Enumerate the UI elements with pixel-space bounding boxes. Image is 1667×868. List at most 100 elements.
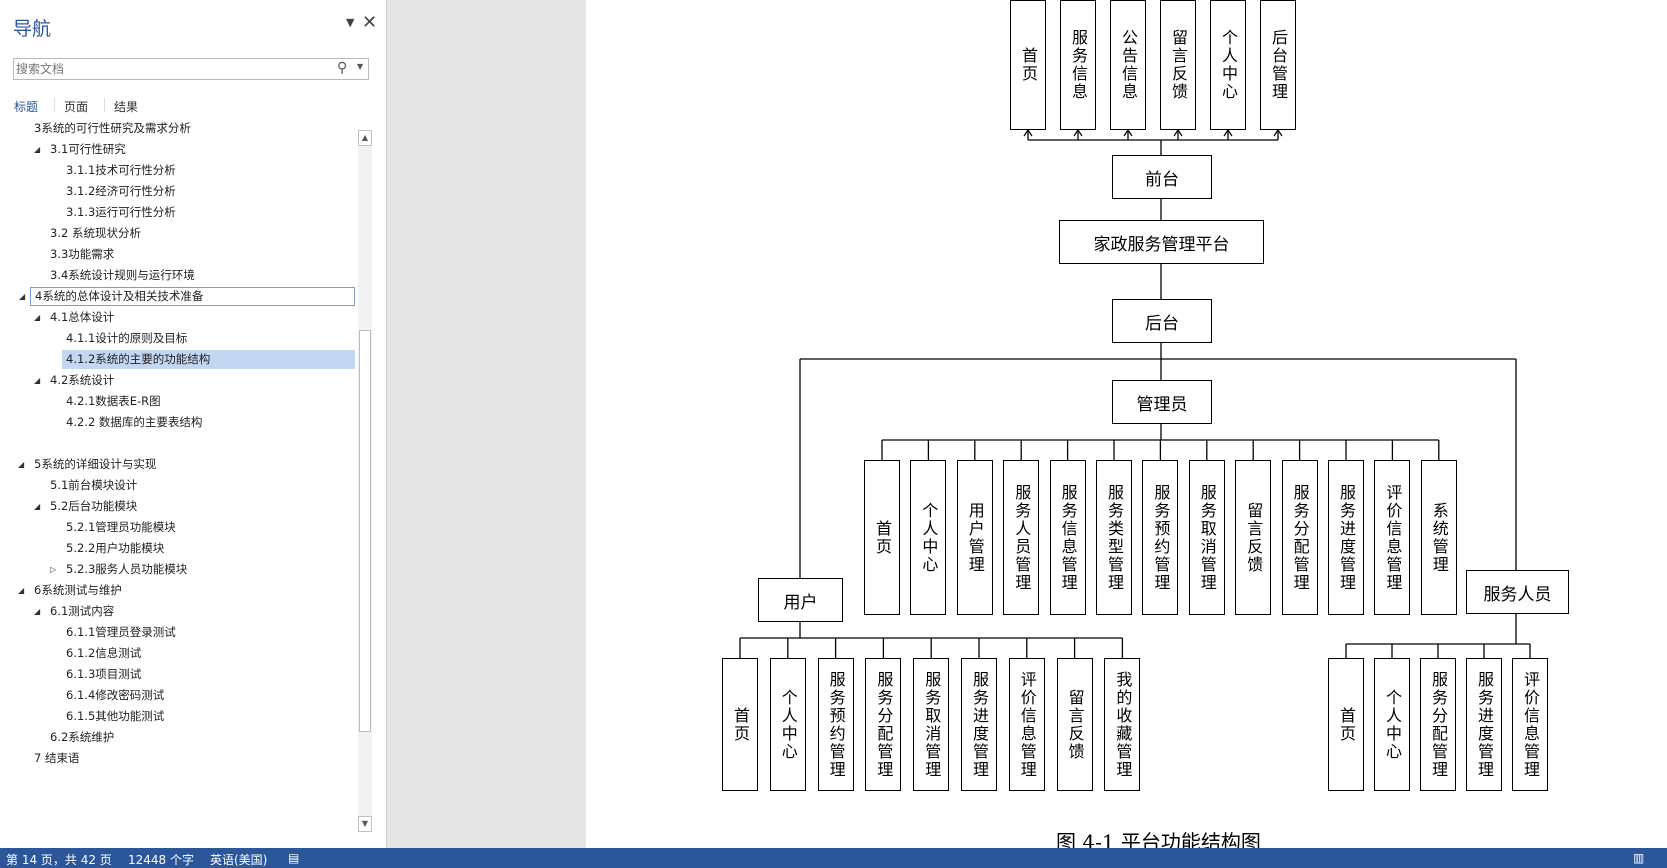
outline-item-label: 6.2系统维护 [50,730,115,744]
outline-item-label: 4.2系统设计 [50,373,115,387]
diagram-connectors [739,128,1531,658]
outline-item[interactable]: 4.1.2系统的主要的功能结构 [62,350,355,369]
platform-box: 家政服务管理平台 [1059,220,1264,264]
staff-box: 服务人员 [1466,570,1569,614]
outline-item[interactable]: ◢4系统的总体设计及相关技术准备 [19,287,355,306]
outline-item-label: 6.1.1管理员登录测试 [66,625,176,639]
outline-item-label: 6.1.5其他功能测试 [66,709,165,723]
status-bar: 第 14 页，共 42 页 12448 个字 英语(美国) ▤ ▥ [0,848,1667,868]
document-page: 首页服务信息公告信息留言反馈个人中心后台管理前台家政服务管理平台后台管理员首页个… [586,0,1667,854]
page-count[interactable]: 第 14 页，共 42 页 [6,853,112,867]
outline-scrollbar[interactable]: ▲ ▼ [358,130,372,832]
collapse-icon[interactable]: ◢ [34,502,41,511]
search-box[interactable]: ⚲ ▼ [13,58,369,80]
outline-item-label: 6.1.4修改密码测试 [66,688,165,702]
collapse-icon[interactable]: ◢ [18,586,25,595]
nav-options-menu-icon[interactable]: ▼ [346,16,355,29]
tab-results[interactable]: 结果 [114,100,139,114]
heading-outline: 3系统的可行性研究及需求分析 ◢ 3.1可行性研究 3.1.1技术可行性分析 3.1.2… [0,122,358,835]
staff-module-box: 服务分配管理 [1420,658,1456,791]
outline-item-label: 5.2.3服务人员功能模块 [66,562,188,576]
frontend-box: 前台 [1112,155,1212,199]
nav-close-icon[interactable]: ✕ [362,12,378,33]
user-module-box: 我的收藏管理 [1104,658,1141,791]
user-module-box: 服务预约管理 [817,658,854,791]
scroll-down-icon[interactable]: ▼ [358,816,372,832]
tab-divider [54,98,55,112]
tab-divider [104,98,105,112]
outline-item-label: 4.2.1数据表E-R图 [66,394,161,408]
frontend-module-box: 后台管理 [1260,0,1296,130]
frontend-module-box: 个人中心 [1210,0,1246,130]
outline-item-label: 3.1.1技术可行性分析 [66,163,176,177]
connector-arrow [1173,128,1183,137]
admin-module-box: 用户管理 [956,460,993,615]
admin-module-box: 留言反馈 [1235,460,1272,615]
collapse-icon[interactable]: ◢ [34,145,41,154]
user-module-box: 服务进度管理 [961,658,997,791]
collapse-icon[interactable]: ◢ [34,376,41,385]
collapse-icon[interactable]: ◢ [34,313,41,322]
outline-item-label: 3.2 系统现状分析 [50,226,141,240]
read-mode-icon[interactable]: ▥ [1633,851,1645,865]
admin-module-box: 评价信息管理 [1374,460,1411,615]
outline-item-label: 5.2后台功能模块 [50,499,138,513]
collapse-icon[interactable]: ◢ [19,292,26,301]
user-module-box: 评价信息管理 [1008,658,1045,791]
admin-module-box: 服务类型管理 [1096,460,1132,615]
user-module-box: 服务取消管理 [913,658,950,791]
connector-arrow [1123,128,1133,137]
language-indicator[interactable]: 英语(美国) [210,853,268,867]
outline-item-label: 3.1可行性研究 [50,142,126,156]
frontend-module-box: 首页 [1010,0,1046,130]
outline-item-label: 6.1.3项目测试 [66,667,142,681]
user-module-box: 留言反馈 [1056,658,1093,791]
admin-box: 管理员 [1112,380,1212,424]
staff-module-box: 服务进度管理 [1466,658,1502,791]
outline-item-label: 6.1测试内容 [50,604,115,618]
scroll-up-icon[interactable]: ▲ [358,130,372,146]
outline-item-label: 4.1总体设计 [50,310,115,324]
nav-title: 导航 [13,18,52,40]
outline-item-label: 5.2.2用户功能模块 [66,541,165,555]
tab-headings[interactable]: 标题 [14,100,39,114]
connector-arrow [1023,128,1033,137]
connector-arrow [1273,128,1283,137]
outline-item-label: 5系统的详细设计与实现 [34,457,157,471]
outline-item-label: 4.1.2系统的主要的功能结构 [66,352,211,366]
proofing-icon[interactable]: ▤ [288,851,300,865]
staff-module-box: 首页 [1328,658,1364,791]
frontend-module-box: 服务信息 [1060,0,1096,130]
function-structure-diagram: 首页服务信息公告信息留言反馈个人中心后台管理前台家政服务管理平台后台管理员首页个… [586,0,1667,848]
admin-module-box: 首页 [864,460,900,615]
collapse-icon[interactable]: ◢ [18,460,25,469]
search-dropdown-icon[interactable]: ▼ [357,62,364,71]
search-icon[interactable]: ⚲ [337,60,348,76]
outline-item-label: 5.2.1管理员功能模块 [66,520,176,534]
scroll-thumb[interactable] [359,330,371,732]
outline-item-label: 5.1前台模块设计 [50,478,138,492]
user-module-box: 首页 [722,658,758,791]
expand-icon[interactable]: ▷ [50,565,57,574]
word-count[interactable]: 12448 个字 [128,853,194,867]
outline-item-label: 3.1.2经济可行性分析 [66,184,176,198]
admin-module-box: 服务人员管理 [1003,460,1040,615]
search-input[interactable] [16,61,326,77]
admin-module-box: 服务分配管理 [1281,460,1318,615]
user-module-box: 服务分配管理 [865,658,902,791]
admin-module-box: 系统管理 [1420,460,1457,615]
tab-pages[interactable]: 页面 [64,100,89,114]
outline-item-label: 3系统的可行性研究及需求分析 [34,122,191,135]
navigation-pane: 导航 ▼ ✕ ⚲ ▼ 标题 页面 结果 3系统的可行性研究及需求分析 ◢ 3.1可行… [0,0,387,848]
frontend-module-box: 留言反馈 [1160,0,1196,130]
user-module-box: 个人中心 [769,658,806,791]
staff-module-box: 评价信息管理 [1512,658,1548,791]
staff-module-box: 个人中心 [1374,658,1410,791]
user-box: 用户 [758,578,843,622]
outline-item-label: 6系统测试与维护 [34,583,122,597]
outline-item-label: 3.4系统设计规则与运行环境 [50,268,195,282]
connector-arrow [1223,128,1233,137]
collapse-icon[interactable]: ◢ [34,607,41,616]
outline-item-label: 6.1.2信息测试 [66,646,142,660]
outline-item-label: 3.1.3运行可行性分析 [66,205,176,219]
